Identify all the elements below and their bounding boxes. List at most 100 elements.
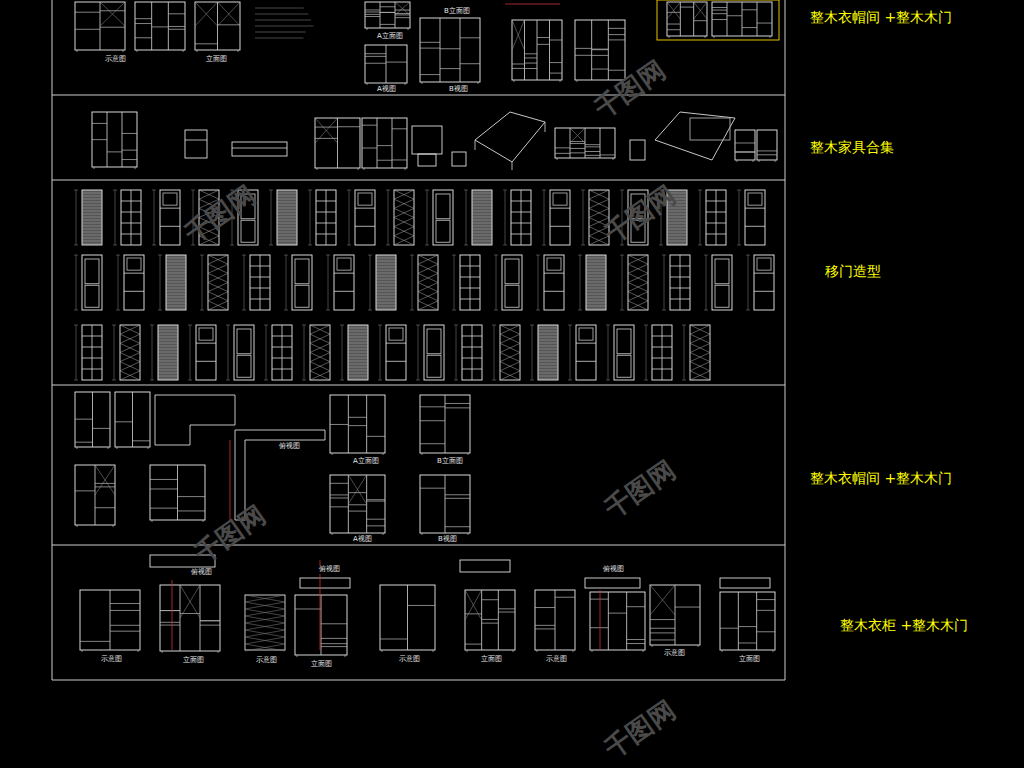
cad-line <box>302 325 306 326</box>
cad-line <box>113 525 114 527</box>
cad-line <box>362 125 377 126</box>
cad-line <box>377 160 392 161</box>
sliding-door <box>589 190 609 245</box>
cad-line <box>383 453 384 455</box>
view-label: 俯视图 <box>318 566 341 574</box>
cad-line <box>456 325 457 380</box>
view-label: 示意图 <box>663 650 686 658</box>
cad-line <box>694 2 707 19</box>
cad-line <box>544 273 564 274</box>
cad-line <box>418 301 438 310</box>
cad-line <box>464 190 468 191</box>
cad-line <box>310 334 330 343</box>
cad-line <box>245 623 285 630</box>
cabinet-elevation <box>555 128 615 158</box>
cad-line <box>158 373 178 374</box>
cabinet-elevation <box>92 112 137 167</box>
cad-line <box>347 190 351 191</box>
cad-line <box>321 595 322 655</box>
cad-line <box>52 95 785 96</box>
cad-line <box>532 325 533 380</box>
cad-line <box>245 637 285 644</box>
cad-line <box>168 29 185 30</box>
sliding-door <box>745 190 765 245</box>
cad-rect <box>85 259 99 284</box>
cad-line <box>365 14 380 15</box>
cad-line <box>568 380 572 381</box>
cad-line <box>376 279 396 280</box>
cad-line <box>365 53 386 54</box>
cad-line <box>245 637 285 644</box>
view-label: 俯视图 <box>602 566 625 574</box>
cad-line <box>472 193 492 194</box>
cad-line <box>746 310 750 311</box>
cad-line <box>538 349 558 350</box>
cad-line <box>586 303 606 304</box>
cad-line <box>332 453 333 455</box>
cad-line <box>218 651 219 653</box>
cad-line <box>690 353 710 362</box>
cad-line <box>295 608 321 609</box>
cad-line <box>348 492 366 493</box>
cad-line <box>650 639 675 640</box>
cad-line <box>454 380 458 381</box>
cad-line <box>120 362 140 371</box>
cabinet-elevation <box>295 595 347 655</box>
cad-line <box>472 199 492 200</box>
cad-line <box>76 255 77 310</box>
cad-line <box>395 2 410 15</box>
cad-line <box>538 379 558 380</box>
cad-line <box>208 273 228 282</box>
cad-line <box>166 309 186 310</box>
cad-line <box>650 585 675 615</box>
cad-line <box>418 292 438 301</box>
cad-line <box>158 349 178 350</box>
cad-line <box>208 264 228 273</box>
cad-line <box>120 371 140 380</box>
cad-line <box>628 301 648 310</box>
cad-line <box>376 273 396 274</box>
cad-line <box>537 20 538 80</box>
cad-line <box>425 190 429 191</box>
cad-line <box>75 29 100 30</box>
cad-line <box>667 235 687 236</box>
cad-line <box>538 376 558 377</box>
cabinet-elevation <box>365 2 410 28</box>
cad-line <box>122 112 123 167</box>
cad-line <box>117 447 118 449</box>
cad-line <box>190 325 191 380</box>
cad-line <box>589 208 609 217</box>
cad-line <box>394 236 414 245</box>
sliding-door <box>355 190 375 245</box>
cad-line <box>420 420 445 421</box>
cad-line <box>592 49 609 50</box>
cad-line <box>538 343 558 344</box>
cad-line <box>712 7 727 8</box>
cad-line <box>277 238 297 239</box>
cad-line <box>667 244 687 245</box>
cad-line <box>549 20 550 80</box>
cad-line <box>704 255 708 256</box>
cad-line <box>195 2 218 26</box>
cad-line <box>586 282 606 283</box>
cad-line <box>680 255 681 310</box>
cad-line <box>757 150 777 151</box>
cad-line <box>659 245 663 246</box>
cad-line <box>512 20 525 50</box>
cad-line <box>525 57 538 58</box>
cad-line <box>512 63 525 64</box>
cad-line <box>158 343 178 344</box>
cad-rect <box>757 258 771 270</box>
cad-line <box>773 650 774 652</box>
cad-line <box>245 644 285 651</box>
cad-line <box>585 155 600 156</box>
cad-line <box>82 199 102 200</box>
cad-line <box>330 494 348 495</box>
view-label: 立面图 <box>738 656 761 664</box>
cad-line <box>394 218 414 227</box>
headboard <box>690 118 730 140</box>
cad-line <box>158 340 178 341</box>
sliding-door <box>376 255 396 310</box>
cad-line <box>600 590 601 650</box>
cad-line <box>737 190 741 191</box>
